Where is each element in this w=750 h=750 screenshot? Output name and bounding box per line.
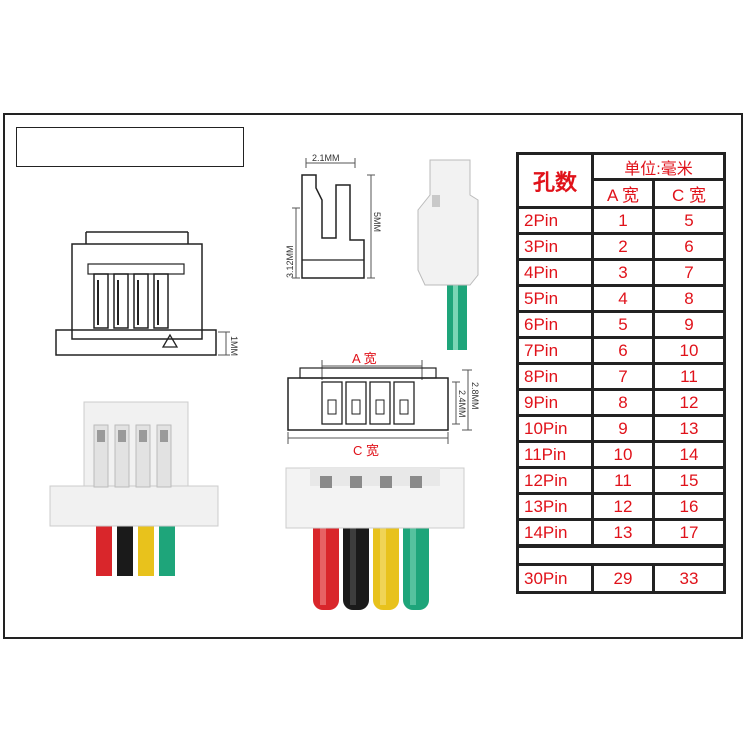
table-cell-c: 11 [655,365,723,388]
outer-height-dimension: 2.8MM [470,382,480,410]
table-cell-pin: 14Pin [519,521,591,544]
table-cell-pin: 11Pin [519,443,591,466]
table-cell-pin: 9Pin [519,391,591,414]
c-width-label: C 宽 [353,443,379,458]
table-cell-a: 8 [594,391,652,414]
connector-side-photo [417,159,479,350]
table-cell-pin: 5Pin [519,287,591,310]
table-cell-a: 4 [594,287,652,310]
unit-header: 单位:毫米 [594,155,723,178]
table-cell-c: 12 [655,391,723,414]
table-gap-row [519,548,723,563]
pin-count-header: 孔数 [519,155,591,206]
width-top-dimension: 2.1MM [312,153,340,163]
connector-bottom-view: A 宽 C 宽 2.4MM 2.8MM [287,351,480,458]
table-cell-c: 13 [655,417,723,440]
table-cell-a: 7 [594,365,652,388]
table-cell-pin: 30Pin [519,566,591,591]
c-width-header: C 宽 [655,181,723,206]
table-cell-c: 6 [655,235,723,258]
table-cell-pin: 6Pin [519,313,591,336]
table-cell-a: 3 [594,261,652,284]
housing-front-view: 1MM [55,231,239,356]
title-block [16,127,244,167]
table-cell-a: 5 [594,313,652,336]
table-cell-c: 17 [655,521,723,544]
table-cell-pin: 8Pin [519,365,591,388]
table-cell-a: 2 [594,235,652,258]
connector-photo-front [49,401,219,576]
table-cell-pin: 2Pin [519,209,591,232]
left-height-dimension: 3.12MM [285,245,295,278]
table-cell-pin: 13Pin [519,495,591,518]
table-cell-pin: 10Pin [519,417,591,440]
table-cell-a: 29 [594,566,652,591]
table-cell-c: 9 [655,313,723,336]
table-cell-a: 6 [594,339,652,362]
table-cell-c: 5 [655,209,723,232]
table-cell-c: 10 [655,339,723,362]
a-width-label: A 宽 [352,351,377,366]
table-cell-a: 13 [594,521,652,544]
pin1-triangle-icon [161,333,179,348]
table-cell-a: 12 [594,495,652,518]
table-cell-a: 9 [594,417,652,440]
housing-side-view: 2.1MM 5MM 3.12MM [285,153,382,279]
table-cell-pin: 7Pin [519,339,591,362]
table-cell-pin: 3Pin [519,235,591,258]
table-cell-c: 16 [655,495,723,518]
inner-height-dimension: 2.4MM [457,390,467,418]
table-cell-c: 14 [655,443,723,466]
connector-photo-back [285,467,465,610]
table-cell-a: 1 [594,209,652,232]
a-width-header: A 宽 [594,181,652,206]
table-cell-a: 10 [594,443,652,466]
side-height-dimension: 5MM [372,212,382,232]
table-cell-a: 11 [594,469,652,492]
table-cell-pin: 12Pin [519,469,591,492]
table-cell-c: 33 [655,566,723,591]
table-cell-pin: 4Pin [519,261,591,284]
flange-dimension: 1MM [229,336,239,356]
table-cell-c: 8 [655,287,723,310]
table-cell-c: 15 [655,469,723,492]
table-cell-c: 7 [655,261,723,284]
